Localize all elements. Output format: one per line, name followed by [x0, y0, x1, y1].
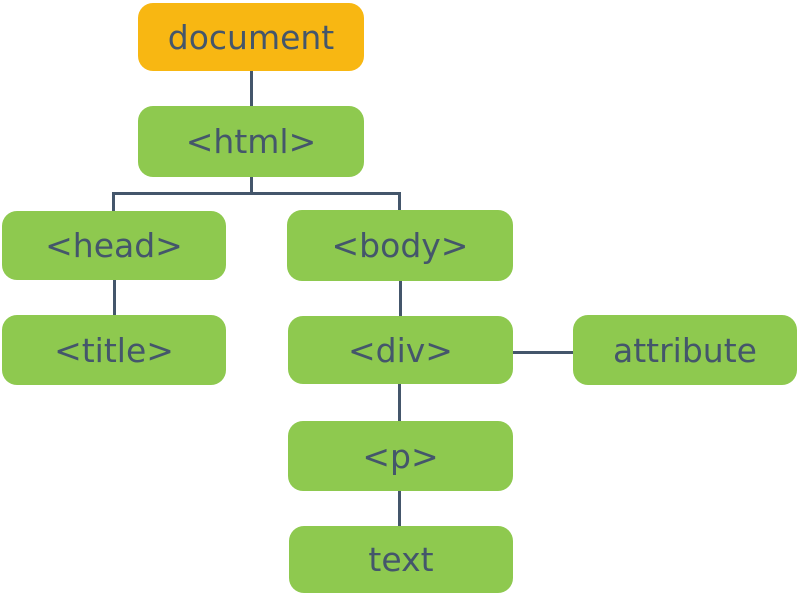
- edge-branch-to-head: [112, 192, 115, 211]
- edge-head-title: [113, 280, 116, 315]
- edge-p-text: [398, 491, 401, 526]
- edge-body-div: [399, 281, 402, 316]
- edge-document-html: [250, 71, 253, 107]
- edge-div-p: [398, 383, 401, 421]
- node-html: <html>: [138, 106, 364, 177]
- node-text: text: [289, 526, 513, 593]
- node-div: <div>: [288, 316, 513, 384]
- node-head: <head>: [2, 211, 226, 280]
- edge-html-branch: [250, 177, 253, 195]
- edge-div-attribute: [513, 351, 573, 354]
- node-attribute: attribute: [573, 315, 797, 385]
- node-p: <p>: [288, 421, 513, 491]
- node-document: document: [138, 3, 364, 71]
- edge-branch-horizontal: [112, 192, 401, 195]
- edge-branch-to-body: [398, 192, 401, 210]
- node-title: <title>: [2, 315, 226, 385]
- node-body: <body>: [287, 210, 513, 281]
